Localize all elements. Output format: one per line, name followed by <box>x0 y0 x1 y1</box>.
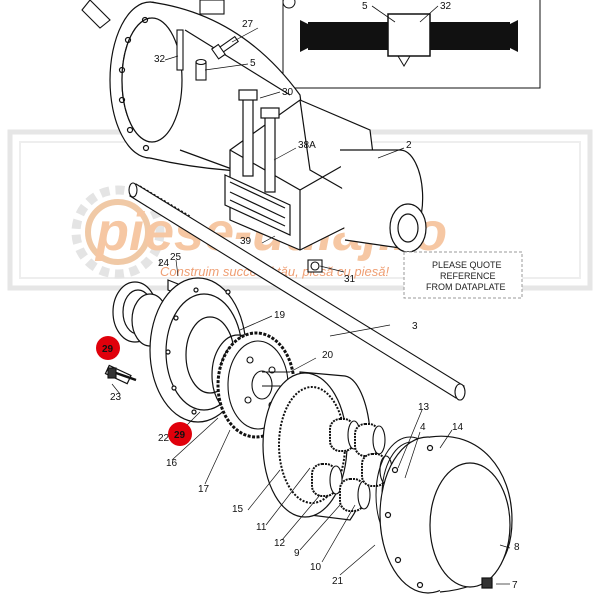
part-labels: 27 32 5 30 38A 2 39 24 31 25 3 19 20 23 … <box>110 19 520 591</box>
label-27: 27 <box>242 19 254 30</box>
axle-housing <box>109 1 311 173</box>
label-19: 19 <box>274 310 286 321</box>
label-38a: 38A <box>298 140 316 151</box>
note-line-3: FROM DATAPLATE <box>426 282 506 292</box>
label-20: 20 <box>322 350 334 361</box>
highlight-markers: 29 29 <box>96 336 192 446</box>
svg-text:29: 29 <box>102 344 114 355</box>
leader-lines <box>111 27 511 585</box>
label-21: 21 <box>332 576 344 587</box>
inset-box: 5 32 <box>282 0 541 89</box>
label-7: 7 <box>512 580 518 591</box>
label-3: 3 <box>412 321 418 332</box>
highlight-29-center: 29 <box>168 422 192 446</box>
label-24: 24 <box>158 258 170 269</box>
label-22: 22 <box>158 433 170 444</box>
label-31: 31 <box>344 274 356 285</box>
drive-shaft <box>128 182 466 401</box>
label-9: 9 <box>294 548 300 559</box>
label-12: 12 <box>274 538 286 549</box>
label-25: 25 <box>170 252 182 263</box>
small-parts-top <box>81 0 323 273</box>
label-8: 8 <box>514 542 520 553</box>
label-10: 10 <box>310 562 322 573</box>
bolt-23 <box>107 367 137 382</box>
label-2: 2 <box>406 140 412 151</box>
label-5-inset: 5 <box>362 1 368 12</box>
label-13: 13 <box>418 402 430 413</box>
label-4: 4 <box>420 422 426 433</box>
label-30: 30 <box>282 87 294 98</box>
highlight-29-left: 29 <box>96 336 120 360</box>
drain-plug-icon <box>481 577 493 589</box>
label-32-inset: 32 <box>440 1 452 12</box>
label-16: 16 <box>166 458 178 469</box>
gear-logo-icon <box>71 185 165 279</box>
label-39: 39 <box>240 236 252 247</box>
label-11: 11 <box>256 522 267 533</box>
label-23: 23 <box>110 392 122 403</box>
label-15: 15 <box>232 504 244 515</box>
end-cover <box>379 435 513 594</box>
label-14: 14 <box>452 422 464 433</box>
label-32: 32 <box>154 54 166 65</box>
note-line-1: PLEASE QUOTE <box>432 260 502 270</box>
center-housing <box>224 89 427 253</box>
label-5: 5 <box>250 58 256 69</box>
svg-text:29: 29 <box>174 430 186 441</box>
label-17: 17 <box>198 484 210 495</box>
note-line-2: REFERENCE <box>440 271 496 281</box>
dataplate-note: PLEASE QUOTE REFERENCE FROM DATAPLATE <box>403 251 523 299</box>
